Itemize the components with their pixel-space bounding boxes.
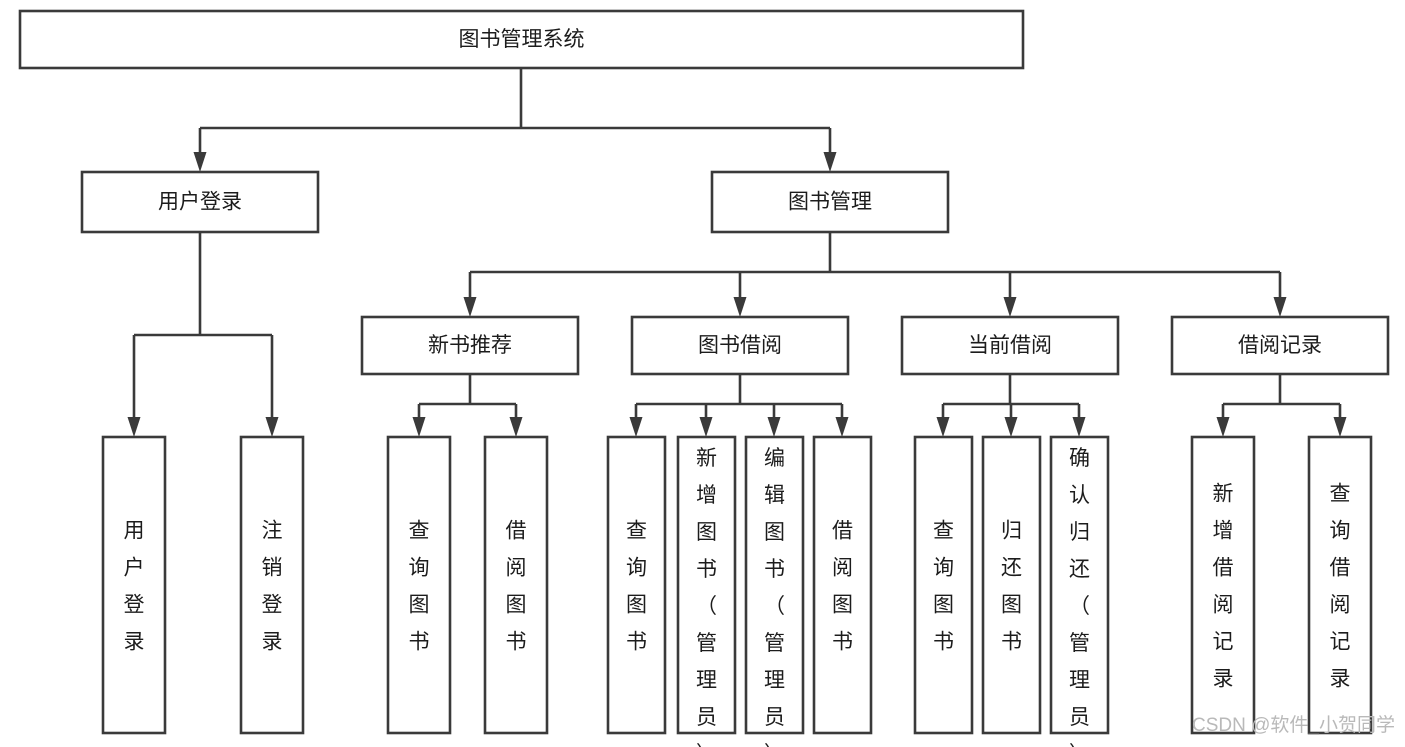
- node-label-new-book-rec: 新书推荐: [428, 334, 512, 357]
- node-leaf-user-login[interactable]: 用户登录: [101, 435, 167, 735]
- node-layer: 图书管理系统用户登录图书管理新书推荐图书借阅当前借阅借阅记录用户登录注销登录查询…: [18, 9, 1390, 747]
- node-label-book-manage: 图书管理: [788, 191, 872, 214]
- node-label-leaf-borrow-book-2: 借阅图书: [832, 520, 853, 654]
- node-user-login[interactable]: 用户登录: [80, 170, 320, 234]
- node-leaf-logout[interactable]: 注销登录: [239, 435, 305, 735]
- node-leaf-return-book[interactable]: 归还图书: [981, 435, 1042, 735]
- node-root[interactable]: 图书管理系统: [18, 9, 1025, 70]
- connector-borrow-record-to-leaves: [1216, 374, 1347, 437]
- node-leaf-borrow-book-1[interactable]: 借阅图书: [483, 435, 549, 735]
- node-label-leaf-add-record: 新增借阅记录: [1213, 483, 1234, 691]
- connector-new-book-rec-to-leaves: [412, 374, 523, 437]
- node-book-manage[interactable]: 图书管理: [710, 170, 950, 234]
- node-box-leaf-query-record[interactable]: [1307, 435, 1373, 735]
- node-box-leaf-add-record[interactable]: [1190, 435, 1256, 735]
- node-label-leaf-query-book-3: 查询图书: [933, 520, 954, 654]
- node-label-leaf-add-book: 新增图书（管理员）: [696, 447, 717, 747]
- node-label-leaf-return-book: 归还图书: [1001, 520, 1022, 654]
- node-label-leaf-logout: 注销登录: [262, 520, 283, 654]
- node-box-leaf-query-book-3[interactable]: [913, 435, 974, 735]
- node-box-current-borrow[interactable]: [900, 315, 1120, 376]
- node-current-borrow[interactable]: 当前借阅: [900, 315, 1120, 376]
- connector-layer: [127, 68, 1347, 437]
- node-leaf-query-book-1[interactable]: 查询图书: [386, 435, 452, 735]
- node-label-user-login: 用户登录: [158, 191, 242, 214]
- connector-current-borrow-to-leaves: [936, 374, 1086, 437]
- node-new-book-rec[interactable]: 新书推荐: [360, 315, 580, 376]
- node-box-user-login[interactable]: [80, 170, 320, 234]
- node-box-book-borrow[interactable]: [630, 315, 850, 376]
- node-box-leaf-query-book-2[interactable]: [606, 435, 667, 735]
- node-box-leaf-confirm-return[interactable]: [1049, 435, 1110, 735]
- csdn-watermark: CSDN @软件_小贺同学: [1192, 714, 1395, 736]
- node-borrow-record[interactable]: 借阅记录: [1170, 315, 1390, 376]
- node-label-leaf-borrow-book-1: 借阅图书: [506, 520, 527, 654]
- node-label-borrow-record: 借阅记录: [1238, 334, 1322, 357]
- node-leaf-query-book-3[interactable]: 查询图书: [913, 435, 974, 735]
- connector-user-login-to-leaves: [127, 232, 279, 437]
- node-leaf-add-book[interactable]: 新增图书（管理员）: [676, 435, 737, 747]
- node-label-leaf-query-book-1: 查询图书: [409, 520, 430, 654]
- node-label-book-borrow: 图书借阅: [698, 334, 782, 357]
- node-label-leaf-edit-book: 编辑图书（管理员）: [764, 447, 785, 747]
- node-label-current-borrow: 当前借阅: [968, 334, 1052, 357]
- node-box-leaf-user-login[interactable]: [101, 435, 167, 735]
- node-label-root: 图书管理系统: [459, 28, 585, 51]
- node-box-leaf-query-book-1[interactable]: [386, 435, 452, 735]
- node-leaf-add-record[interactable]: 新增借阅记录: [1190, 435, 1256, 735]
- node-book-borrow[interactable]: 图书借阅: [630, 315, 850, 376]
- node-box-leaf-return-book[interactable]: [981, 435, 1042, 735]
- node-box-book-manage[interactable]: [710, 170, 950, 234]
- node-label-leaf-confirm-return: 确认归还（管理员）: [1069, 447, 1090, 747]
- watermark-layer: CSDN @软件_小贺同学: [1192, 714, 1395, 736]
- node-box-new-book-rec[interactable]: [360, 315, 580, 376]
- node-box-leaf-edit-book[interactable]: [744, 435, 805, 735]
- node-box-leaf-add-book[interactable]: [676, 435, 737, 735]
- node-box-leaf-logout[interactable]: [239, 435, 305, 735]
- node-leaf-query-record[interactable]: 查询借阅记录: [1307, 435, 1373, 735]
- node-label-leaf-query-book-2: 查询图书: [626, 520, 647, 654]
- node-label-leaf-query-record: 查询借阅记录: [1330, 483, 1351, 691]
- node-box-root[interactable]: [18, 9, 1025, 70]
- connector-root-to-level1: [193, 68, 837, 172]
- node-box-borrow-record[interactable]: [1170, 315, 1390, 376]
- node-box-leaf-borrow-book-2[interactable]: [812, 435, 873, 735]
- node-leaf-edit-book[interactable]: 编辑图书（管理员）: [744, 435, 805, 747]
- connector-book-borrow-to-leaves: [629, 374, 849, 437]
- node-label-leaf-user-login: 用户登录: [124, 520, 145, 654]
- node-box-leaf-borrow-book-1[interactable]: [483, 435, 549, 735]
- connector-book-manage-to-level2: [463, 232, 1287, 317]
- node-leaf-borrow-book-2[interactable]: 借阅图书: [812, 435, 873, 735]
- node-leaf-query-book-2[interactable]: 查询图书: [606, 435, 667, 735]
- node-leaf-confirm-return[interactable]: 确认归还（管理员）: [1049, 435, 1110, 747]
